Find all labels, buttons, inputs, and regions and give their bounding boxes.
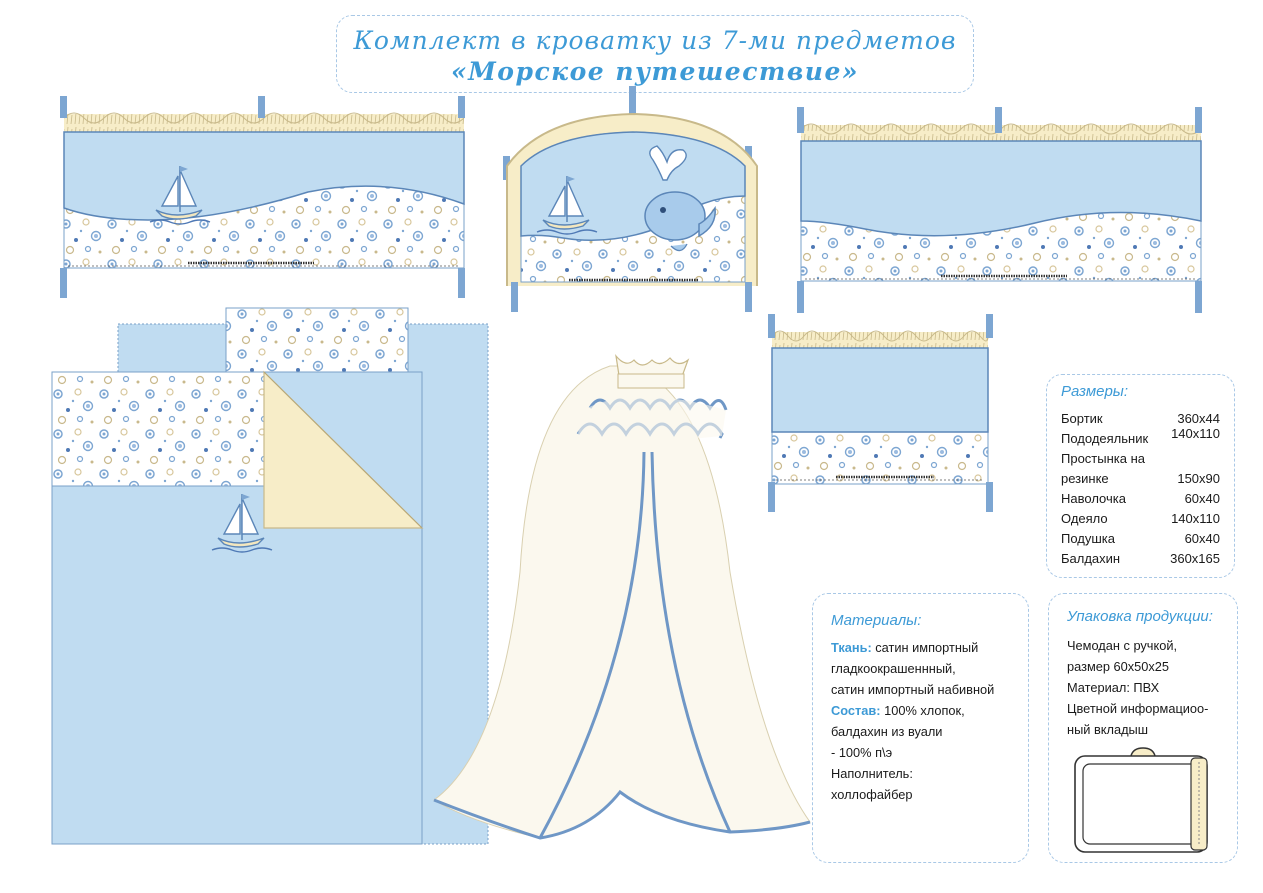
table-row: Наволочка 60х40 (1061, 486, 1220, 506)
bumper-left-illustration (60, 96, 465, 298)
packing-heading: Упаковка продукции: (1067, 608, 1213, 625)
size-value (1162, 446, 1220, 466)
packing-text: Материал: ПВХ (1067, 680, 1160, 695)
sizes-table: Бортик 360х44 Пододеяльник 140х110 Простын… (1061, 406, 1220, 566)
table-row: Простынка на (1061, 446, 1220, 466)
size-value: 150х90 (1177, 471, 1220, 486)
fabric-text: сатин импортный (871, 640, 979, 655)
table-row: Пододеяльник 140х110 (1061, 426, 1220, 446)
packing-text: Чемодан с ручкой, (1067, 638, 1178, 653)
sizes-box: Размеры: Бортик 360х44 Пододеяльник 140х11… (1046, 374, 1235, 578)
title-box: Комплект в кроватку из 7-ми предметов «М… (336, 15, 974, 93)
size-name: Подушка (1061, 531, 1116, 546)
table-row: Подушка 60х40 (1061, 526, 1220, 546)
bumper-small-illustration (768, 314, 993, 512)
packing-box: Упаковка продукции: Чемодан с ручкой, ра… (1048, 593, 1238, 863)
packing-text: Цветной информациоо- (1067, 701, 1209, 716)
sizes-heading: Размеры: (1061, 383, 1128, 400)
composition-text: 100% хлопок, (880, 703, 965, 718)
size-value: 60х40 (1184, 531, 1220, 546)
size-value: 60х40 (1184, 491, 1220, 506)
size-name: Одеяло (1061, 511, 1108, 526)
table-row: Балдахин 360х165 (1061, 546, 1220, 566)
table-row: резинке 150х90 (1061, 466, 1220, 486)
packing-text: размер 60х50х25 (1067, 659, 1170, 674)
composition-text: - 100% п\э (831, 745, 893, 760)
materials-heading: Материалы: (831, 612, 922, 629)
suitcase-icon (1074, 747, 1208, 853)
size-name: Простынка на (1061, 451, 1146, 466)
title-line-2: «Морское путешествие» (450, 57, 860, 86)
size-name: Балдахин (1061, 551, 1121, 566)
size-name: резинке (1061, 471, 1109, 486)
materials-box: Материалы: Ткань: сатин импортный гладко… (812, 593, 1029, 863)
composition-line: Состав: 100% хлопок, (831, 700, 1010, 721)
fabric-text: сатин импортный набивной (831, 682, 995, 697)
size-name: Наволочка (1061, 491, 1126, 506)
fabric-text: гладкоокрашеннный, (831, 661, 956, 676)
size-name: Пододеяльник (1061, 431, 1149, 446)
bumper-right-illustration (797, 107, 1202, 313)
size-value: 360х165 (1170, 551, 1220, 566)
table-row: Бортик 360х44 (1061, 406, 1220, 426)
composition-text: балдахин из вуали (831, 724, 943, 739)
bedding-illustration (51, 307, 489, 845)
canopy-illustration (433, 353, 811, 840)
fabric-line: Ткань: сатин импортный (831, 637, 1010, 658)
filler-text: холлофайбер (831, 787, 913, 802)
whale-icon (644, 145, 716, 252)
packing-text: ный вкладыш (1067, 722, 1149, 737)
title-line-1: Комплект в кроватку из 7-ми предметов (353, 26, 957, 55)
size-name: Бортик (1061, 411, 1103, 426)
size-value: 140х110 (1171, 511, 1220, 526)
table-row: Одеяло 140х110 (1061, 506, 1220, 526)
size-value: 360х44 (1177, 411, 1220, 426)
filler-text: Наполнитель: (831, 766, 913, 781)
composition-label: Состав: (831, 703, 881, 718)
fabric-label: Ткань: (831, 640, 872, 655)
bumper-center-illustration (503, 86, 758, 312)
size-value: 140х110 (1171, 426, 1220, 441)
